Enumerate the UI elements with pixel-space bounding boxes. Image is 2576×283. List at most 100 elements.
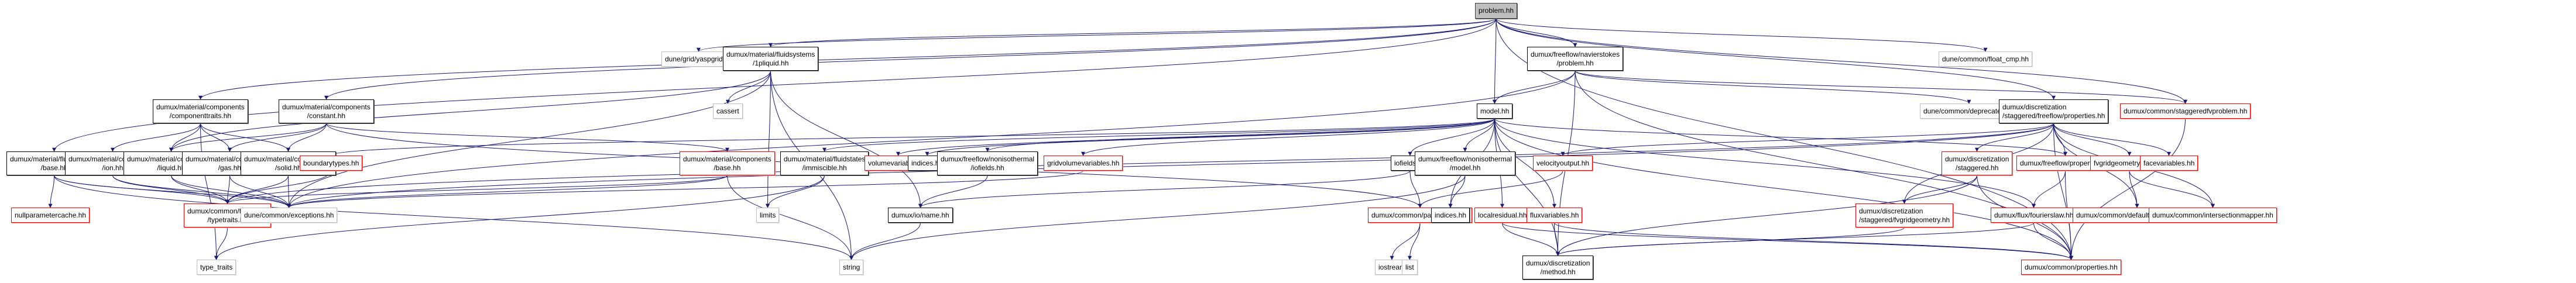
edge-fvgridgeometrytraits-to-intersectionmapper: [2129, 170, 2215, 208]
edge-model-to-immiscible: [822, 118, 1495, 152]
edge-nsproblem-to-staggeredfvproblem: [1575, 70, 2187, 104]
graph-node-fourierslaw[interactable]: dumux/flux/fourierslaw.hh: [1991, 208, 2077, 223]
edge-iofields-to-ioname: [918, 170, 1411, 208]
node-label: dumux/freeflow/properties.hh: [2020, 158, 2111, 167]
edge-root-to-model: [1493, 18, 1497, 104]
edge-1pliquid-to-ioname: [770, 70, 922, 208]
graph-node-nonisoiofields[interactable]: dumux/freeflow/nonisothermal/iofields.hh: [937, 151, 1038, 175]
graph-node-componenttraits[interactable]: dumux/material/components/componenttrait…: [153, 99, 248, 123]
graph-node-ioname[interactable]: dumux/io/name.hh: [888, 208, 953, 223]
node-label: boundarytypes.hh: [303, 158, 359, 167]
graph-node-sffproperties[interactable]: dumux/discretization/staggered/freeflow/…: [1999, 99, 2109, 123]
edge-nonisomodel-to-indices2: [1448, 175, 1466, 208]
edge-gas-to-exceptions: [229, 175, 291, 208]
graph-node-nsproblem[interactable]: dumux/freeflow/navierstokes/problem.hh: [1527, 47, 1624, 71]
graph-node-floatcmp[interactable]: dune/common/float_cmp.hh: [1939, 51, 2033, 67]
node-label: type_traits: [200, 263, 233, 271]
node-label: /problem.hh: [1556, 58, 1594, 67]
edge-model-to-nonisomodel: [1463, 118, 1495, 152]
node-label: dumux/discretization: [1859, 206, 1923, 215]
edge-root-to-nsproblem: [1495, 18, 1577, 47]
graph-node-staggeredfvproblem[interactable]: dumux/common/staggeredfvproblem.hh: [2120, 103, 2251, 119]
edge-constant-to-liquid: [169, 123, 327, 152]
graph-node-compbase[interactable]: dumux/material/components/base.hh: [680, 151, 775, 175]
graph-node-facevariables[interactable]: facevariables.hh: [2140, 156, 2198, 171]
graph-node-nullparametercache[interactable]: nullparametercache.hh: [11, 208, 90, 223]
node-label: indices.hh: [911, 158, 944, 167]
edge-compbase-to-typetraits: [225, 175, 728, 204]
edge-ion-to-typetraits: [112, 175, 229, 204]
edge-1pliquid-to-cassert: [726, 70, 771, 104]
graph-node-limits[interactable]: limits: [756, 208, 780, 223]
node-label: limits: [760, 210, 776, 219]
graph-node-list[interactable]: list: [1402, 260, 1418, 275]
node-label: /base.hh: [714, 163, 741, 172]
graph-node-immiscible[interactable]: dumux/material/fluidstates/immiscible.hh: [780, 151, 869, 175]
node-label: /base.hh: [40, 163, 68, 172]
node-label: /liquid.hh: [157, 163, 186, 172]
node-label: dune/common/float_cmp.hh: [1942, 54, 2029, 63]
graph-node-1pliquid[interactable]: dumux/material/fluidsystems/1pliquid.hh: [723, 47, 819, 71]
graph-node-constant[interactable]: dumux/material/components/constant.hh: [279, 99, 374, 123]
edge-model-to-indices1: [925, 118, 1495, 156]
edge-staggered-to-fvgridgeometry: [1902, 175, 1977, 204]
edge-constant-to-solid: [286, 123, 327, 152]
edge-root-to-yaspgrid: [697, 18, 1497, 52]
graph-node-model[interactable]: model.hh: [1477, 103, 1513, 119]
node-label: /1pliquid.hh: [753, 58, 789, 67]
edge-model-to-ffproperties: [1494, 118, 2067, 156]
edge-model-to-iofields: [1408, 118, 1495, 156]
edge-localresidual-to-method: [1502, 222, 1560, 256]
node-label: dumux/freeflow/nonisothermal: [941, 154, 1035, 163]
edge-root-to-componenttraits: [198, 18, 1497, 100]
node-label: dune/common/deprecated.hh: [1923, 106, 2015, 115]
node-label: /gas.hh: [218, 163, 242, 172]
node-label: localresidual.hh: [1478, 210, 1527, 219]
graph-node-typetraitsstd[interactable]: type_traits: [197, 260, 236, 275]
node-label: dumux/material/components: [156, 102, 245, 111]
node-label: /method.hh: [1540, 267, 1576, 276]
edge-root-to-fsbase: [52, 18, 1497, 152]
node-label: dune/common/exceptions.hh: [244, 210, 334, 219]
node-label: /staggered/freeflow/properties.hh: [2002, 111, 2105, 120]
graph-node-exceptions[interactable]: dune/common/exceptions.hh: [241, 208, 338, 223]
graph-node-localresidual[interactable]: localresidual.hh: [1474, 208, 1531, 223]
edge-componenttraits-to-ion: [111, 123, 201, 152]
graph-node-fvgridgeometry[interactable]: dumux/discretization/staggered/fvgridgeo…: [1855, 203, 1954, 227]
graph-node-velocityoutput[interactable]: velocityoutput.hh: [1533, 156, 1593, 171]
node-label: dumux/freeflow/nonisothermal: [1418, 154, 1512, 163]
edge-sffproperties-to-exceptions: [287, 123, 2054, 208]
node-label: dumux/discretization: [2002, 102, 2067, 111]
graph-node-properties[interactable]: dumux/common/properties.hh: [2021, 260, 2121, 275]
edge-sffproperties-to-velocityoutput: [1560, 123, 2054, 156]
node-label: string: [843, 263, 860, 271]
graph-node-indices2[interactable]: indices.hh: [1431, 208, 1470, 223]
node-label: nullparametercache.hh: [15, 210, 87, 219]
edge-immiscible-to-limits: [766, 175, 825, 208]
node-label: model.hh: [1480, 106, 1510, 115]
edge-root-to-staggeredfvproblem: [1495, 18, 2187, 104]
edge-fourierslaw-to-method: [1556, 222, 2034, 256]
graph-node-method[interactable]: dumux/discretization/method.hh: [1522, 256, 1594, 279]
node-label: /staggered/fvgridgeometry.hh: [1859, 215, 1950, 224]
graph-node-string[interactable]: string: [839, 260, 864, 275]
edge-fvgridgeometrytraits-to-defaultmappertraits: [2129, 170, 2139, 208]
edge-localresidual-to-properties: [1502, 222, 2073, 260]
edge-nsproblem-to-exceptions: [287, 70, 1576, 208]
edge-liquid-to-typetraits: [171, 175, 229, 204]
edge-root-to-floatcmp: [1495, 18, 1988, 52]
edge-nonisomodel-to-string: [849, 175, 1466, 260]
graph-node-fluxvariables[interactable]: fluxvariables.hh: [1527, 208, 1583, 223]
graph-node-cassert[interactable]: cassert: [713, 103, 743, 119]
graph-node-intersectionmapper[interactable]: dumux/common/intersectionmapper.hh: [2149, 208, 2277, 223]
node-label: dumux/common/intersectionmapper.hh: [2152, 210, 2273, 219]
graph-node-nonisomodel[interactable]: dumux/freeflow/nonisothermal/model.hh: [1415, 151, 1516, 175]
graph-node-boundarytypes[interactable]: boundarytypes.hh: [300, 156, 363, 171]
graph-node-root[interactable]: problem.hh: [1475, 3, 1518, 19]
node-label: facevariables.hh: [2143, 158, 2195, 167]
edge-nsproblem-to-model: [1493, 70, 1576, 104]
graph-node-staggered[interactable]: dumux/discretization/staggered.hh: [1942, 151, 2013, 175]
edge-compbase-to-string: [727, 175, 853, 260]
graph-node-gridvolumevariables[interactable]: gridvolumevariables.hh: [1044, 156, 1123, 171]
edge-constant-to-compbase: [326, 123, 729, 152]
